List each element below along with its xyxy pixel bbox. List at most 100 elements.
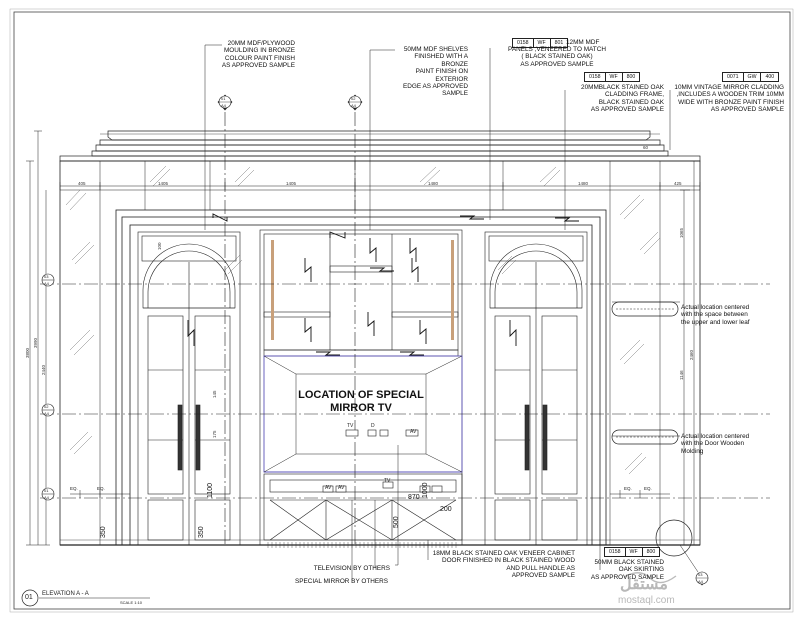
dim-60: 60 [643, 145, 649, 150]
tv-niche [259, 229, 463, 546]
skirting-hatch [267, 542, 457, 548]
socket-tv-2: TV [384, 478, 391, 484]
socket-d: D [371, 423, 375, 429]
tag-cladding-code: 0158 [585, 73, 606, 81]
note-television: TELEVISION BY OTHERS [313, 565, 390, 572]
socket-tv: TV [347, 423, 354, 429]
dim-top-6: 425 [674, 181, 682, 186]
watermark-arabic: مستقل [620, 576, 668, 593]
top-dimensions [59, 182, 701, 190]
break-symbols [187, 213, 579, 356]
dim-top-3: 1405 [286, 181, 297, 186]
mirror-hatch [65, 165, 661, 475]
tag-panels-code: 0158 [513, 39, 534, 47]
socket-group [322, 429, 443, 493]
socket-av-2: AV [325, 485, 332, 491]
section-b-number: 02 [351, 96, 356, 101]
level-marker-top: 03 [44, 274, 49, 279]
note-cladding-frame: 20MMBLACK STAINED OAK CLADDING FRAME, BL… [581, 84, 664, 114]
elevation-title: ELEVATION A - A [42, 591, 89, 597]
socket-av-3: AV [338, 485, 345, 491]
elevation-scale: SCALE 1:10 [120, 600, 143, 605]
eq-dims [70, 490, 670, 498]
tag-cladding-type: WF [606, 73, 623, 81]
tag-mirror-number: 400 [765, 74, 775, 80]
dim-175: 175 [212, 430, 217, 438]
footer-ring [21, 589, 39, 607]
left-door [137, 231, 241, 546]
section-a-ref: A4 [221, 103, 226, 108]
note-mirror-cladding: 10MM VINTAGE MIRROR CLADDING ,INCLUDES A… [674, 84, 784, 114]
level-marker-low: 01 [44, 488, 49, 493]
level-marker-low-ref: A4 [44, 495, 49, 500]
dim-top-4: 1480 [428, 181, 439, 186]
tag-mirror-code: 0071 [723, 73, 744, 81]
section-a-number: 01 [221, 96, 226, 101]
dim-right-3: 1146 [679, 370, 684, 380]
eq-label-3: EQ. [624, 486, 632, 491]
tag-skirting-type: WF [626, 548, 643, 556]
level-marker-mid: 02 [44, 404, 49, 409]
eq-label-4: EQ. [644, 486, 652, 491]
callout-bubbles [611, 301, 693, 557]
note-panels-head: 12MM MDF [566, 39, 600, 46]
note-cabinet-door: 18MM BLACK STAINED OAK VENEER CABINET DO… [432, 550, 575, 580]
dim-right-1: 1065 [679, 227, 684, 238]
dim-left-2: 3990 [33, 337, 38, 348]
dim-870: 870 [408, 494, 420, 501]
dim-right-2: 2460 [689, 349, 694, 360]
tag-skirting: 0158 WF 800 [604, 547, 661, 557]
bronze-light-left [271, 240, 274, 340]
central-frame [115, 209, 607, 546]
dim-500: 500 [393, 516, 400, 528]
tag-cladding: 0158 WF 800 [584, 72, 641, 82]
tag-skirting-code: 0158 [605, 548, 626, 556]
cornice [59, 130, 701, 162]
left-dimensions [26, 130, 50, 546]
right-door [484, 231, 588, 546]
dim-350-door: 350 [198, 526, 205, 538]
right-dimensions [680, 160, 698, 545]
dim-left-1: 3800 [25, 347, 30, 358]
eq-label-2: EQ. [97, 486, 105, 491]
level-marker-circles [41, 273, 55, 501]
dim-1100: 1100 [207, 482, 214, 498]
dim-left-3: 2440 [41, 364, 46, 375]
note-skirting: 50MM BLACK STAINED OAK SKIRTING AS APPRO… [590, 559, 664, 581]
tag-mirror-type: GW [744, 73, 762, 81]
tv-cabinet [263, 473, 463, 541]
section-b-ref: A4 [351, 103, 356, 108]
section-c-number: 03 [698, 572, 703, 577]
tag-panels-number: 801 [554, 40, 564, 46]
tag-panels-type: WF [534, 39, 551, 47]
dim-top-5: 1480 [578, 181, 589, 186]
note-shelves: 50MM MDF SHELVES FINISHED WITH A BRONZE … [403, 46, 468, 98]
note-moulding: 20MM MDF/PLYWOOD MOULDING IN BRONZE COLO… [221, 40, 295, 70]
watermark-latin: mostaql.com [618, 595, 675, 606]
eq-label-1: EQ. [70, 486, 78, 491]
mirror-tv-title: LOCATION OF SPECIAL MIRROR TV [298, 389, 424, 414]
dim-200: 200 [440, 506, 452, 513]
note-location-upper: Actual location centered with the space … [681, 304, 750, 326]
note-location-door: Actual location centered with the Door W… [681, 433, 750, 455]
tag-skirting-number: 800 [646, 549, 656, 555]
dim-145: 145 [212, 390, 217, 398]
dim-top-1: 405 [78, 181, 86, 186]
dim-1000: 1000 [422, 482, 429, 498]
elevation-number: 01 [25, 594, 33, 601]
socket-av: AV [410, 429, 417, 435]
dim-350-left: 350 [100, 526, 107, 538]
level-marker-mid-ref: A4 [44, 411, 49, 416]
tag-cladding-number: 800 [626, 74, 636, 80]
section-c-ref: A4 [698, 579, 703, 584]
tag-mirror: 0071 GW 400 [722, 72, 780, 82]
dim-top-2: 1405 [158, 181, 169, 186]
section-marker-shapes [217, 94, 709, 586]
watermark-swirl [623, 572, 677, 584]
dim-100: 100 [157, 242, 162, 250]
wall-frame [59, 160, 701, 546]
note-special-mirror: SPECIAL MIRROR BY OTHERS [294, 578, 388, 585]
tag-panels: 0158 WF 801 [512, 38, 569, 48]
